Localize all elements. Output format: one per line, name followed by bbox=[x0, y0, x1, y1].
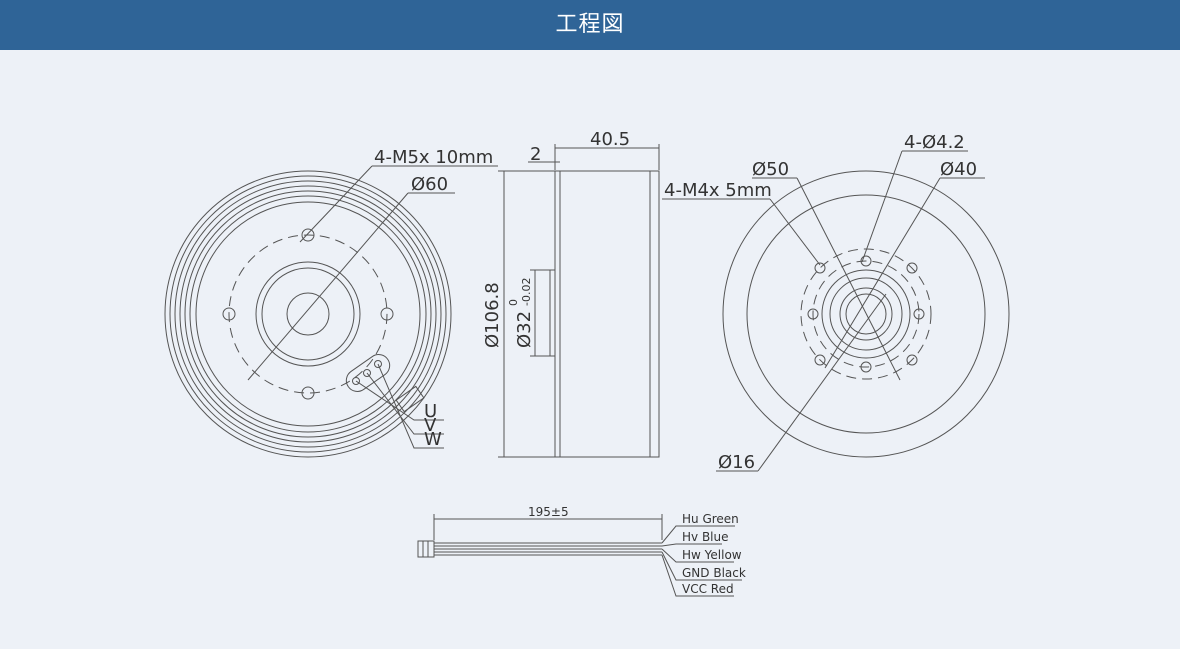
drawing-canvas: 4-M5x 10mm Ø60 U V W 2 40.5 Ø106.8 Ø32 0… bbox=[164, 129, 1010, 597]
front-groove-5 bbox=[189, 195, 427, 433]
rear-d50-label: Ø50 bbox=[752, 159, 789, 180]
rear-hub-outer bbox=[821, 269, 911, 359]
leader-thread-front-diag bbox=[299, 165, 373, 243]
rear-shaft-outer bbox=[839, 287, 893, 341]
front-shaft-bore bbox=[286, 292, 330, 336]
leader-thread-rear-diag bbox=[769, 198, 821, 266]
front-hole-left bbox=[222, 307, 236, 321]
side-tol-lower: -0.02 bbox=[520, 278, 533, 306]
side-flange bbox=[649, 170, 660, 458]
cable-boot bbox=[395, 385, 425, 413]
rear-hole-42-bottom bbox=[860, 361, 872, 373]
leader-wire-vcc bbox=[661, 554, 734, 597]
rear-bolt-circle-50 bbox=[800, 248, 932, 380]
front-d60-label: Ø60 bbox=[411, 174, 448, 195]
side-view bbox=[498, 144, 821, 458]
rear-hole-42-left bbox=[807, 308, 819, 320]
rear-hole-42-top bbox=[860, 255, 872, 267]
rear-d40-label: Ø40 bbox=[940, 159, 977, 180]
outlet-pin-u bbox=[352, 377, 360, 385]
side-tol-upper: 0 bbox=[507, 299, 520, 306]
front-groove-2 bbox=[174, 180, 442, 448]
rear-outer-circle bbox=[722, 170, 1010, 458]
front-hole-top bbox=[301, 228, 315, 242]
side-thread-note: 4-M4x 5mm bbox=[664, 180, 772, 201]
front-thread-note: 4-M5x 10mm bbox=[374, 147, 493, 168]
side-step bbox=[554, 170, 561, 458]
leader-wire-hu bbox=[661, 525, 735, 544]
leader-wire-gnd bbox=[661, 551, 742, 581]
front-hub-outer bbox=[255, 261, 361, 367]
leader-u bbox=[355, 380, 444, 421]
cable-view bbox=[417, 514, 742, 597]
leader-w bbox=[377, 363, 444, 449]
front-groove-1 bbox=[169, 175, 447, 453]
phase-label-u: U bbox=[424, 401, 437, 422]
front-groove-3 bbox=[179, 185, 437, 443]
rear-hole-note: 4-Ø4.2 bbox=[904, 132, 965, 153]
front-hub-inner bbox=[261, 267, 355, 361]
engineering-drawing: 4-M5x 10mm Ø60 U V W 2 40.5 Ø106.8 Ø32 0… bbox=[0, 50, 1180, 645]
rear-d16-label: Ø16 bbox=[718, 452, 755, 473]
outlet-pin-w bbox=[374, 360, 382, 368]
cable-length-label: 195±5 bbox=[528, 505, 569, 519]
front-bolt-circle bbox=[228, 234, 388, 394]
rear-hole-m4-2 bbox=[906, 262, 918, 274]
rear-hole-m4-3 bbox=[814, 354, 826, 366]
page-title: 工程図 bbox=[555, 12, 625, 37]
side-body bbox=[559, 170, 651, 458]
front-inner-circle bbox=[195, 201, 421, 427]
rear-bolt-circle-40 bbox=[812, 260, 920, 368]
rear-hole-42-right bbox=[913, 308, 925, 320]
front-view bbox=[164, 165, 498, 458]
front-groove-4 bbox=[184, 190, 432, 438]
leader-wire-hw bbox=[661, 548, 734, 563]
side-length-label: 40.5 bbox=[590, 129, 630, 150]
side-d106-label: Ø106.8 bbox=[482, 282, 503, 348]
phase-label-v: V bbox=[424, 415, 437, 436]
side-d32-label: Ø32 bbox=[514, 311, 535, 348]
rear-view bbox=[716, 150, 1010, 472]
side-step-label: 2 bbox=[530, 144, 541, 165]
header-bar: 工程図 bbox=[0, 0, 1180, 50]
leader-d60-diag bbox=[247, 192, 409, 381]
front-hole-bottom bbox=[301, 386, 315, 400]
leader-d40-diag bbox=[824, 177, 941, 369]
outlet-pin-v bbox=[363, 369, 371, 377]
wire-label-hv: Hv Blue bbox=[682, 530, 729, 544]
leader-wire-hv bbox=[661, 543, 722, 547]
leader-d50-diag bbox=[796, 177, 901, 381]
rear-hole-m4-1 bbox=[814, 262, 826, 274]
rear-hub-mid bbox=[829, 277, 903, 351]
leader-v bbox=[366, 372, 444, 435]
leader-4-d42-diag bbox=[861, 150, 903, 263]
phase-label-w: W bbox=[424, 429, 442, 450]
connector-housing bbox=[417, 540, 435, 558]
front-outer-circle bbox=[164, 170, 452, 458]
rear-inner-circle bbox=[746, 194, 986, 434]
wire-label-hw: Hw Yellow bbox=[682, 548, 742, 562]
leader-d16-diag bbox=[757, 293, 887, 472]
wire-label-hu: Hu Green bbox=[682, 512, 739, 526]
rear-shaft-inner bbox=[845, 293, 887, 335]
wire-label-gnd: GND Black bbox=[682, 566, 746, 580]
wire-label-vcc: VCC Red bbox=[682, 582, 734, 596]
front-hole-right bbox=[380, 307, 394, 321]
rear-hole-m4-4 bbox=[906, 354, 918, 366]
